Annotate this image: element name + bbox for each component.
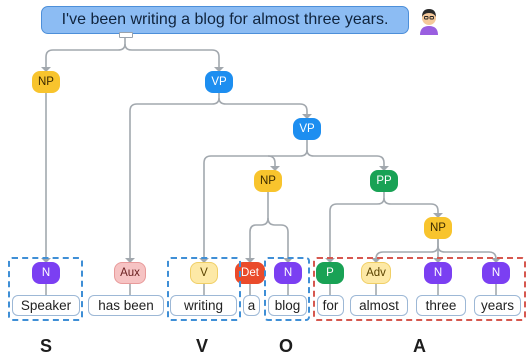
node-v[interactable]: V xyxy=(190,262,218,284)
node-n-years[interactable]: N xyxy=(482,262,510,284)
role-box-adverbial xyxy=(313,257,526,321)
node-vp-top[interactable]: VP xyxy=(205,71,233,93)
word-speaker: Speaker xyxy=(12,295,80,316)
word-writing: writing xyxy=(170,295,237,316)
arrow-adv xyxy=(371,258,381,263)
arrow-np2 xyxy=(270,166,280,171)
arrow-n2 xyxy=(283,258,293,263)
node-pp[interactable]: PP xyxy=(370,170,398,192)
arrow-n4 xyxy=(491,258,501,263)
node-n-three[interactable]: N xyxy=(424,262,452,284)
node-adv[interactable]: Adv xyxy=(361,262,391,284)
arrow-n3 xyxy=(433,258,443,263)
word-has-been: has been xyxy=(88,295,164,316)
arrow-vp xyxy=(214,67,224,72)
edge-pp-np xyxy=(383,197,439,217)
edge-vp-pp xyxy=(306,149,385,170)
arrow-pp xyxy=(379,166,389,171)
arrow-p xyxy=(325,258,335,263)
node-n-blog[interactable]: N xyxy=(274,262,302,284)
edge-np-n-blog xyxy=(267,217,289,262)
edge-vp-aux xyxy=(129,93,220,262)
bubble-tail xyxy=(399,15,408,27)
arrow-np xyxy=(41,67,51,72)
role-box-verb xyxy=(167,257,241,321)
role-label-s: S xyxy=(40,336,53,356)
arrow-aux xyxy=(125,258,135,263)
edge-np-det xyxy=(249,192,269,262)
word-blog: blog xyxy=(268,295,307,316)
edge-np-years xyxy=(437,245,497,262)
node-n-speaker[interactable]: N xyxy=(32,262,60,284)
node-det[interactable]: Det xyxy=(235,262,265,284)
edge-vp-v xyxy=(203,140,308,262)
arrow-n1 xyxy=(41,258,51,263)
node-p[interactable]: P xyxy=(316,262,344,284)
node-np-pp[interactable]: NP xyxy=(424,217,452,239)
role-label-v: V xyxy=(196,336,209,356)
word-almost: almost xyxy=(350,295,408,316)
arrow-det xyxy=(245,258,255,263)
node-np-object[interactable]: NP xyxy=(254,170,282,192)
word-three: three xyxy=(416,295,466,316)
edge-pp-p xyxy=(329,192,385,262)
role-box-object xyxy=(264,257,310,321)
word-for: for xyxy=(317,295,344,316)
edge-vp-vp xyxy=(218,97,308,118)
role-label-a: A xyxy=(413,336,426,356)
collapse-handle[interactable] xyxy=(119,32,133,38)
node-np-subject[interactable]: NP xyxy=(32,71,60,93)
node-vp-inner[interactable]: VP xyxy=(293,118,321,140)
role-box-subject xyxy=(8,257,83,321)
node-aux[interactable]: Aux xyxy=(114,262,146,284)
role-label-o: O xyxy=(279,336,294,356)
word-a: a xyxy=(243,295,260,316)
arrow-v xyxy=(199,258,209,263)
arrow-vp2 xyxy=(302,114,312,119)
speaker-avatar-icon xyxy=(420,9,438,35)
sentence-bubble: I've been writing a blog for almost thre… xyxy=(41,6,409,34)
arrow-np3 xyxy=(433,213,443,218)
edge-root xyxy=(45,37,126,71)
edge-vp-np xyxy=(267,155,276,170)
edge-root-vp xyxy=(124,43,220,71)
word-years: years xyxy=(474,295,521,316)
